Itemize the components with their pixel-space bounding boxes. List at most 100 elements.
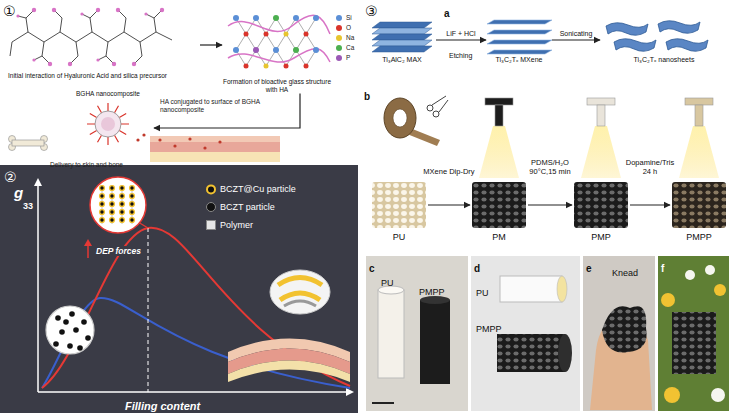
legend-item: BCZT@Cu particle <box>206 184 296 195</box>
zoom-aligned <box>90 177 146 233</box>
stage-text: PMP <box>572 232 630 243</box>
process-stage: PMP <box>572 180 630 243</box>
photo-d <box>471 256 580 411</box>
chart-axis <box>38 391 350 393</box>
sponge-sample <box>485 98 713 126</box>
glass-atom <box>253 15 259 21</box>
edge-label: Sonicating <box>559 30 594 38</box>
max-phase-layers <box>372 22 432 52</box>
label-anchor: HA conjugated to surface of BGHA nanocom… <box>160 98 260 116</box>
peak-dashed-line <box>148 228 149 392</box>
label-anchor: Knead <box>612 262 638 280</box>
zoom-aligned <box>130 210 135 215</box>
skin-strip <box>228 339 350 383</box>
stage-text: BGHA nanocomposite <box>62 90 154 98</box>
zoom-aligned <box>130 186 135 191</box>
photo-d <box>497 334 565 372</box>
zoom-aligned <box>130 202 135 207</box>
legend-text: Polymer <box>220 220 253 231</box>
photo-f <box>711 388 725 402</box>
zoom-aligned <box>102 186 132 224</box>
delivered-particle <box>218 140 221 143</box>
zoom-random <box>63 319 69 325</box>
legend-item: Ca <box>336 44 354 52</box>
legend-swatch <box>206 220 216 230</box>
process-stage: Formation of bioactive glass structure w… <box>222 8 332 94</box>
zoom-aligned <box>130 194 135 199</box>
foam-lattice <box>372 182 726 228</box>
glass-atom <box>233 15 319 69</box>
zoom-aligned <box>100 210 105 215</box>
zoom-aligned <box>110 202 115 207</box>
hyaluronic-acid-molecule <box>18 14 154 60</box>
photo-c <box>372 402 394 404</box>
label-anchor: e <box>586 258 592 276</box>
figure-label: c <box>369 263 375 275</box>
bgha-nanoparticle <box>87 103 129 145</box>
max-phase-layers <box>372 46 432 52</box>
photo-c <box>378 290 404 378</box>
max-phase-layers <box>372 34 432 40</box>
ha-functional-group <box>96 8 100 12</box>
axis-arrowhead <box>346 388 354 396</box>
skin-strip <box>228 361 350 383</box>
nanosheet <box>666 39 708 52</box>
nanosheet <box>606 23 648 36</box>
zoom-random <box>46 306 94 354</box>
label-anchor: b <box>364 86 370 104</box>
zoom-aligned <box>90 177 146 233</box>
ha-functional-group <box>68 62 72 66</box>
photo-f <box>658 256 729 411</box>
label-anchor: PMPP <box>476 318 502 336</box>
glass-atom <box>244 64 249 69</box>
ha-functional-group <box>116 8 120 12</box>
photo-c <box>366 256 468 411</box>
figure-label: PMPP <box>476 324 502 335</box>
legend-item: O <box>336 24 351 32</box>
figure-label: ② <box>4 169 17 186</box>
label-anchor: c <box>369 258 375 276</box>
glass-atom <box>264 32 269 37</box>
label-anchor: 33 <box>23 195 33 213</box>
zoom-aligned <box>120 210 125 215</box>
photo-d <box>471 256 580 411</box>
zoom-aligned <box>110 210 115 215</box>
photo-f <box>664 387 680 403</box>
axis-arrowhead <box>34 178 42 186</box>
label-anchor: PU <box>476 282 489 300</box>
flow-arrow <box>200 44 222 45</box>
zoom-random <box>81 319 87 325</box>
flow-arrow <box>552 39 600 40</box>
process-stage: Ti₃AlC₂ MAX <box>368 20 436 64</box>
figure-label: e <box>586 263 592 275</box>
ha-functional-group <box>16 8 164 66</box>
light-beam <box>581 126 621 178</box>
edge-label-anchor: MXene Dip-Dry <box>422 167 475 176</box>
chart-axis <box>37 182 39 392</box>
zoom-aligned <box>100 186 105 191</box>
photo-f <box>661 293 675 307</box>
photo-f <box>685 270 695 280</box>
zoom-random <box>46 306 94 354</box>
photo-d <box>558 334 572 372</box>
stage-text: Initial interaction of Hyaluronic Acid a… <box>8 72 200 80</box>
mxene-layers <box>487 40 552 44</box>
label-anchor: Delivery to skin and bone <box>50 153 123 171</box>
glass-atom <box>273 47 279 53</box>
figure-label: 33 <box>23 201 33 212</box>
photo-c <box>366 256 468 411</box>
figure-label: g <box>14 184 23 202</box>
legend-item: BCZT particle <box>206 202 275 213</box>
delivered-particle <box>158 138 161 141</box>
ha-functional-group <box>52 8 56 12</box>
mxene-layers <box>487 50 552 54</box>
skin-layers <box>150 136 280 142</box>
sponge-sample <box>495 105 503 126</box>
max-phase-layers <box>372 22 432 28</box>
figure-label: Filling content <box>125 400 200 413</box>
dep-arrow <box>84 239 92 246</box>
glass-atom <box>313 47 319 53</box>
label-anchor: DEP forces <box>94 240 143 258</box>
tape-roll <box>384 98 440 146</box>
